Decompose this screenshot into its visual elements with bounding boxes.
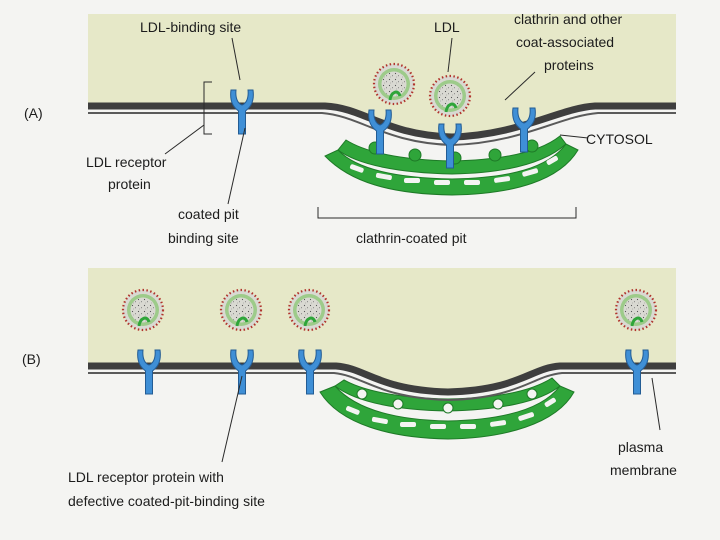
plasma-membrane-label-line2: membrane xyxy=(610,462,677,478)
ldl-particle xyxy=(428,74,472,118)
receptor-protein-label-line1: LDL receptor xyxy=(86,154,167,170)
clathrin-label-line1: clathrin and other xyxy=(514,11,623,27)
panel-a-letter: (A) xyxy=(24,105,43,121)
receptor-protein-label-line2: protein xyxy=(108,176,151,192)
panel-b-clathrin-coat xyxy=(319,377,575,440)
ldl-particle xyxy=(219,288,263,332)
defective-receptor-label-line2: defective coated-pit-binding site xyxy=(68,493,265,509)
clathrin-label-line2: coat-associated xyxy=(516,34,614,50)
ldl-label: LDL xyxy=(434,19,460,35)
clathrin-label-line3: proteins xyxy=(544,57,594,73)
cytosol-label: CYTOSOL xyxy=(586,131,653,147)
clathrin-coated-pit-label: clathrin-coated pit xyxy=(356,230,467,246)
coated-pit-binding-label-line2: binding site xyxy=(168,230,239,246)
panel-b: (B) LDL receptor protein with defective … xyxy=(22,268,677,509)
plasma-membrane-label-line1: plasma xyxy=(618,439,663,455)
ldl-particle xyxy=(121,288,165,332)
ldl-binding-site-label: LDL-binding site xyxy=(140,19,241,35)
ldl-particle xyxy=(614,288,658,332)
defective-receptor-label-line1: LDL receptor protein with xyxy=(68,469,224,485)
ldl-particle xyxy=(287,288,331,332)
panel-a: (A) LDL-binding site LDL clathrin and ot… xyxy=(24,11,676,246)
panel-b-letter: (B) xyxy=(22,351,41,367)
ldl-particle xyxy=(372,62,416,106)
panel-a-membrane xyxy=(88,102,676,141)
coated-pit-binding-label-line1: coated pit xyxy=(178,206,239,222)
panel-b-membrane xyxy=(88,362,676,396)
